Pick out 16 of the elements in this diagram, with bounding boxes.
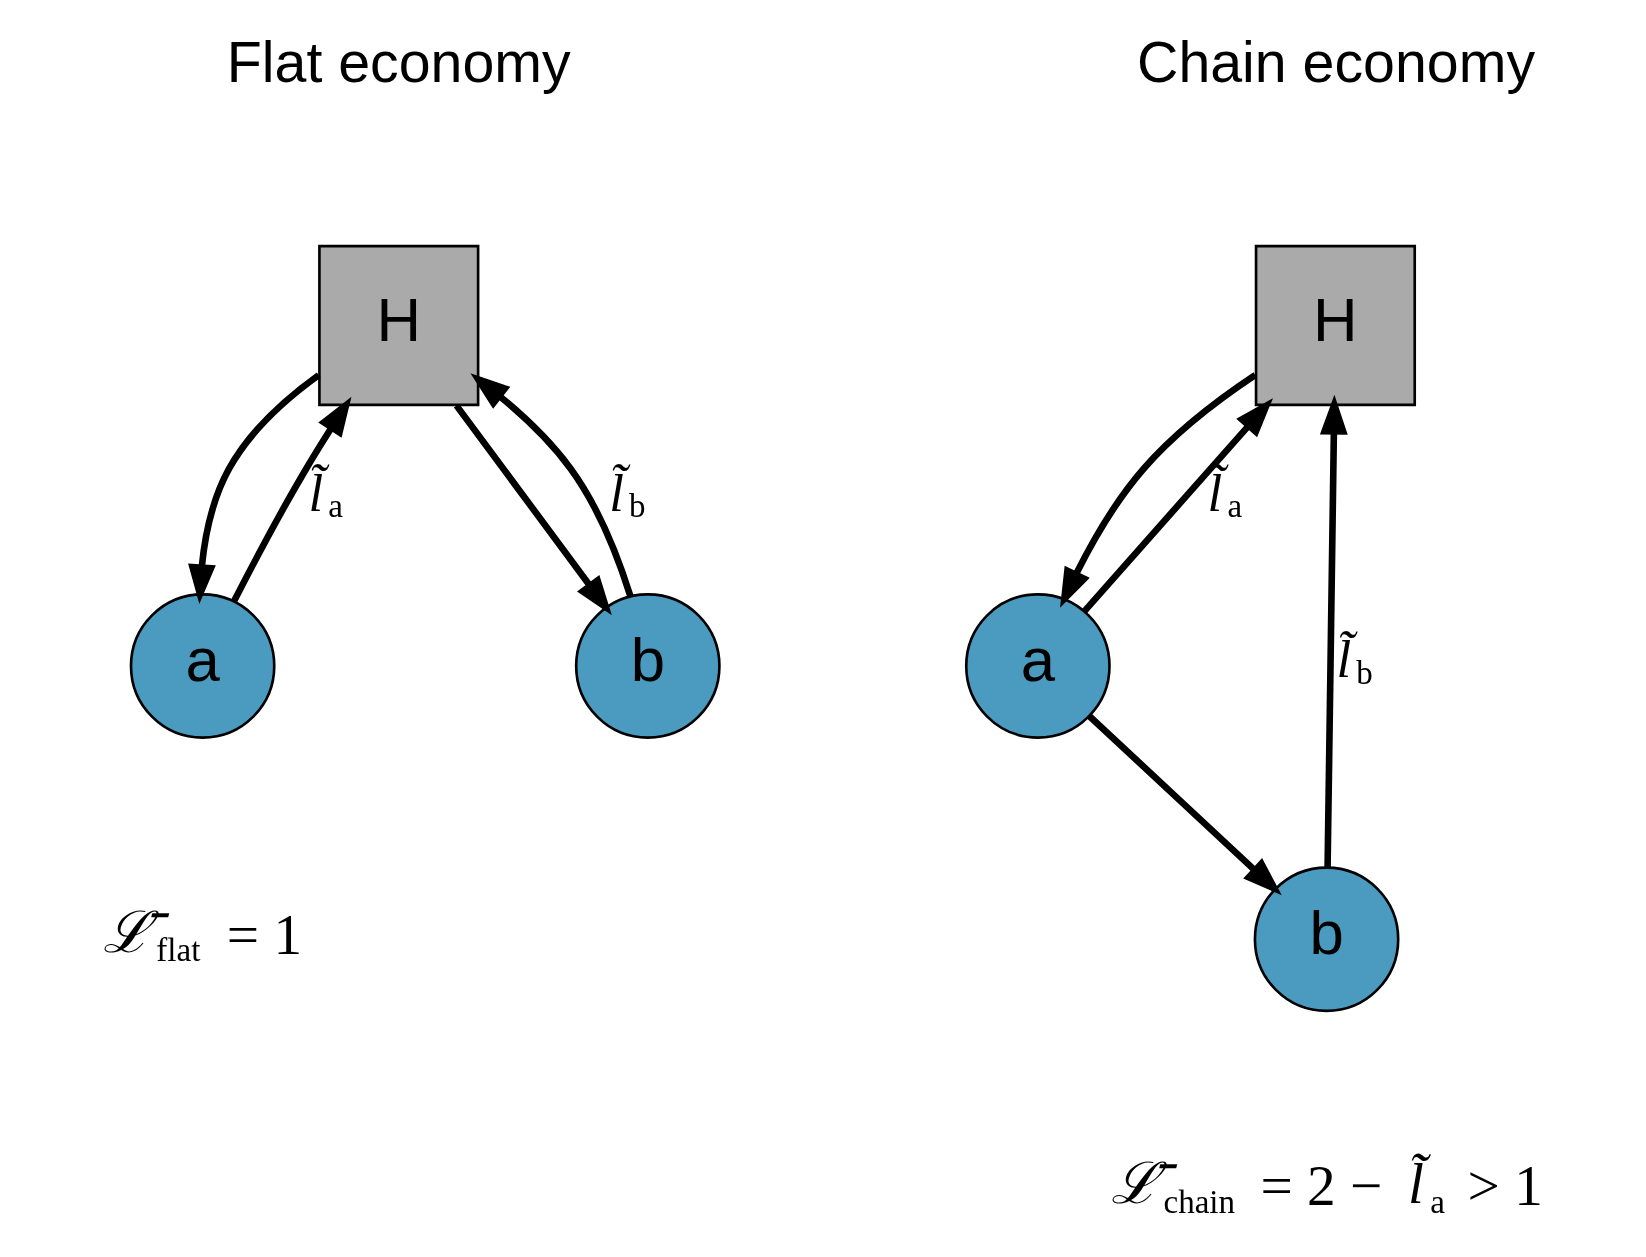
node-circle: b: [574, 593, 721, 739]
arrow: [470, 373, 634, 598]
label: Flat economy: [226, 29, 571, 94]
arrow: [230, 396, 352, 603]
arrow: [1319, 394, 1348, 868]
node-circle: a: [964, 593, 1111, 739]
arrow: [188, 372, 321, 604]
label: Chain economy: [1137, 29, 1536, 94]
node-box: H: [1254, 244, 1417, 407]
node-circle: a: [129, 593, 276, 739]
arrow: [1081, 398, 1273, 614]
node-box: H: [318, 244, 480, 407]
arrow: [1087, 713, 1282, 896]
arrow: [1060, 372, 1258, 608]
arrow: [453, 403, 612, 616]
node-circle: b: [1253, 866, 1400, 1013]
